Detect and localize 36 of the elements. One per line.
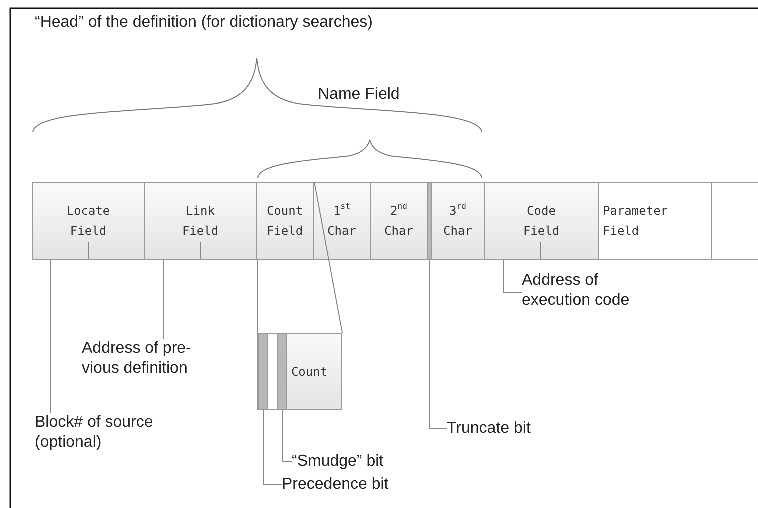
heading-text: Name Field: [318, 86, 400, 104]
field-cell: [370, 182, 428, 260]
leader-line: [50, 260, 51, 414]
callout-text: Address of pre- vious definition: [82, 340, 192, 377]
callout-text: “Smudge” bit: [292, 453, 384, 470]
field-label: 3$^{rd}$ Char: [444, 201, 472, 240]
field-cell: [598, 182, 712, 260]
leader-line: [314, 182, 343, 334]
field-label: Count Field: [266, 203, 304, 240]
callout-text: Address of execution code: [522, 272, 630, 309]
leader-line: [263, 410, 283, 486]
field-cell: [32, 182, 145, 260]
callout-text: Precedence bit: [282, 476, 389, 493]
field-label: Code Field: [523, 203, 560, 240]
field-label: Count: [291, 364, 328, 380]
leader-line: [429, 260, 448, 430]
bit-bar: [258, 333, 268, 410]
bit-bar: [277, 333, 287, 410]
callout-text: Truncate bit: [447, 420, 531, 437]
field-cell: [144, 182, 257, 260]
leader-line: [503, 260, 523, 294]
field-cell: [313, 182, 371, 260]
leader-line: [257, 260, 258, 334]
field-label: Link Field: [182, 203, 219, 240]
field-cell: [484, 182, 599, 260]
count-byte-box: [257, 333, 342, 410]
callout-text: Block# of source (optional): [35, 414, 154, 451]
field-cell: [256, 182, 314, 260]
field-label: Parameter Field: [603, 203, 668, 240]
field-label: 2$^{nd}$ Char: [384, 201, 414, 240]
heading-text: “Head” of the definition (for dictionary searches): [35, 14, 373, 32]
field-cell: [431, 182, 485, 260]
leader-line: [163, 260, 164, 340]
field-label: 1$^{st}$ Char: [328, 201, 356, 240]
field-label: Locate Field: [66, 203, 110, 240]
leader-line: [282, 410, 293, 462]
